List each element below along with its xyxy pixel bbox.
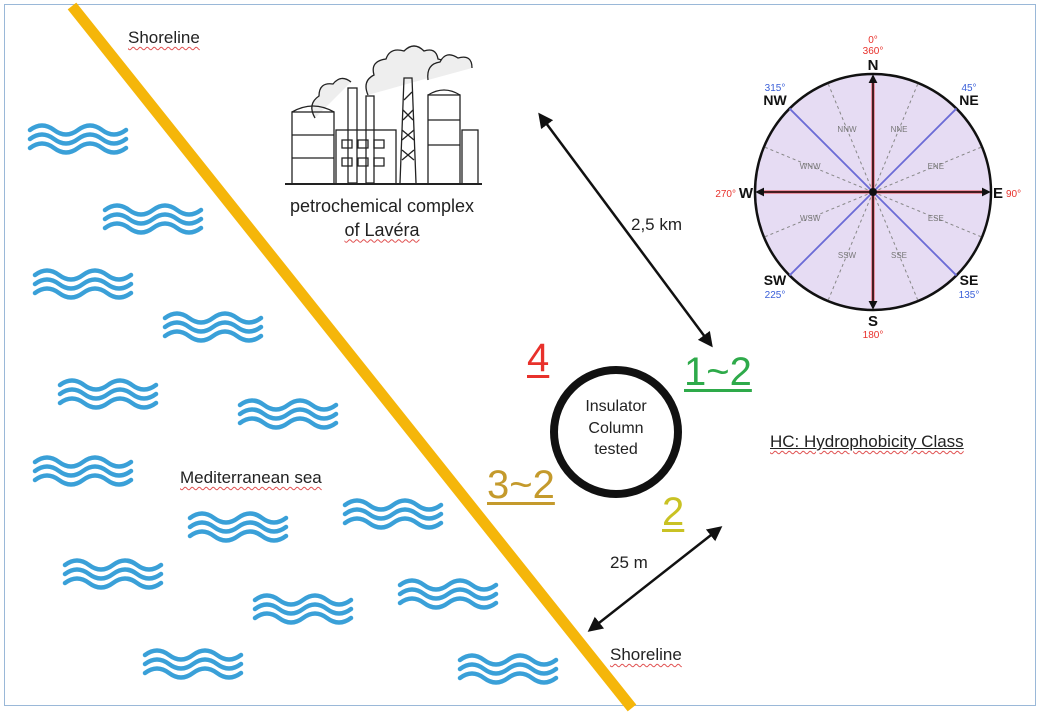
compass-secondary-line	[872, 191, 983, 238]
wave-icon	[457, 653, 559, 685]
wave-icon	[142, 648, 244, 680]
compass-diagonal-line	[788, 191, 874, 277]
insulator-label-line2: Column	[588, 419, 644, 437]
wave-icon	[342, 498, 444, 530]
wave-icon	[102, 203, 204, 235]
compass-label-sw: SW	[764, 272, 787, 288]
compass-degree-0: 0°	[868, 35, 878, 46]
compass-secondary-label: NNE	[891, 125, 908, 134]
hc-value-ne: 1~2	[684, 350, 752, 394]
compass-label-w: W	[739, 185, 754, 202]
shoreline-label-top: Shoreline	[128, 28, 200, 47]
compass-label-e: E	[993, 185, 1003, 202]
hc-value-sw: 3~2	[487, 463, 555, 507]
compass-label-nw: NW	[763, 92, 787, 108]
figure-frame	[4, 4, 1036, 706]
compass-center	[869, 188, 877, 196]
compass-secondary-label: ENE	[928, 162, 944, 171]
compass-degree-360: 360°	[863, 46, 884, 57]
legend-label: HC: Hydrophobicity Class	[770, 432, 964, 452]
compass-degree-90: 90°	[1006, 189, 1021, 200]
wave-icon	[27, 123, 129, 155]
hc-value-nw: 4	[527, 336, 550, 380]
insulator-label-line1: Insulator	[585, 398, 647, 415]
wave-icon	[397, 578, 499, 610]
wave-icon	[57, 378, 159, 410]
compass-degree-225: 225°	[765, 290, 786, 301]
compass-secondary-line	[872, 82, 919, 193]
compass-secondary-label: SSW	[838, 251, 857, 260]
wave-icon	[187, 511, 289, 543]
compass-secondary-label: SSE	[891, 251, 907, 260]
insulator-ring	[550, 366, 682, 498]
compass-label-n: N	[868, 57, 879, 74]
petrochem-label-line1: petrochemical complex	[289, 196, 475, 216]
petrochem-label-line2: of Lavéra	[344, 219, 420, 240]
sea-label: Mediterranean sea	[180, 468, 322, 487]
compass-secondary-line	[763, 146, 874, 193]
compass-diagonal-line	[872, 107, 958, 193]
compass-secondary-label: ESE	[928, 214, 944, 223]
compass-secondary-label: NNW	[837, 125, 857, 134]
compass-degree-270: 270°	[715, 189, 736, 200]
wave-icon	[32, 268, 134, 300]
compass-degree-45: 45°	[961, 83, 976, 94]
compass-degree-135: 135°	[959, 290, 980, 301]
distance-arrow-far	[538, 112, 713, 348]
compass-label-se: SE	[960, 272, 979, 288]
petrochem-label: petrochemical complex of Lavéra	[262, 196, 502, 241]
petrochemical-complex-icon	[285, 45, 482, 185]
distance-arrow-near	[587, 526, 723, 632]
shoreline-line	[67, 2, 637, 712]
wave-icon	[62, 558, 164, 590]
compass-secondary-line	[827, 82, 874, 193]
wave-icon	[162, 311, 264, 343]
compass-degree-315: 315°	[765, 83, 786, 94]
compass-label-s: S	[868, 313, 878, 330]
wave-icon	[252, 593, 354, 625]
compass-secondary-line	[872, 191, 919, 302]
distance-far-label: 2,5 km	[631, 215, 683, 234]
distance-near-label: 25 m	[610, 553, 648, 572]
shoreline-label-bottom: Shoreline	[610, 645, 682, 664]
compass-secondary-line	[872, 146, 983, 193]
compass-diagonal-line	[872, 191, 958, 277]
compass-label-ne: NE	[959, 92, 978, 108]
wave-icon	[32, 455, 134, 487]
compass-diagonal-line	[788, 107, 874, 193]
compass-secondary-line	[763, 191, 874, 238]
compass-secondary-label: WNW	[800, 162, 821, 171]
insulator-label: Insulator Column tested	[561, 396, 671, 461]
legend-text: HC: Hydrophobicity Class	[770, 432, 964, 451]
compass-degree-180: 180°	[863, 330, 884, 341]
sea-waves	[27, 123, 559, 685]
compass-secondary-label: WSW	[800, 214, 821, 223]
compass-secondary-line	[827, 191, 874, 302]
hc-value-se: 2	[662, 490, 685, 534]
insulator-label-line3: tested	[594, 441, 638, 459]
wave-icon	[237, 398, 339, 430]
